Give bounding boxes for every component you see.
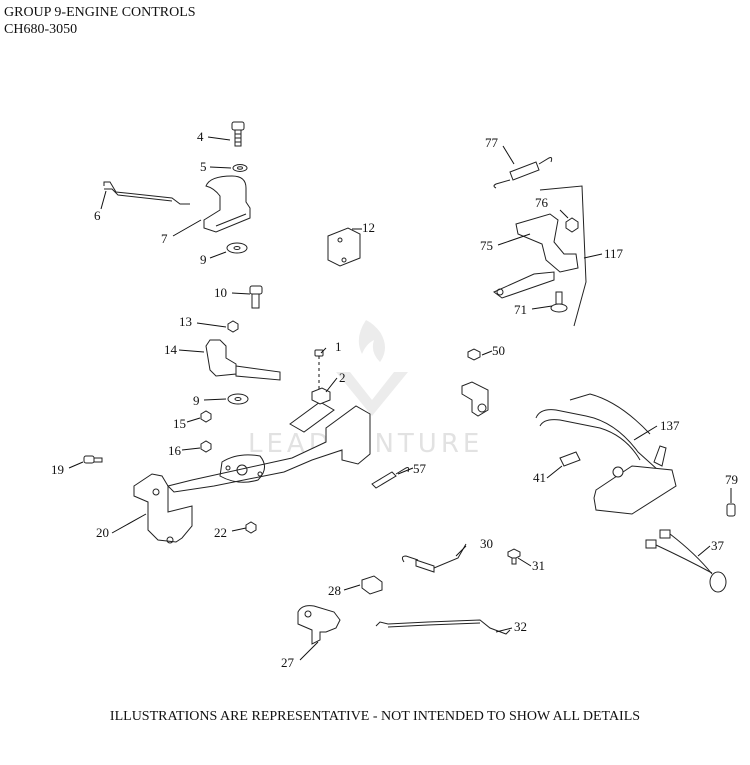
part-71-pin [550, 291, 568, 313]
part-16-nut [200, 440, 212, 453]
part-76-nut [565, 217, 579, 233]
callout-30: 30 [480, 536, 493, 551]
callout-32: 32 [514, 619, 527, 634]
part-32-rod [375, 619, 511, 635]
part-14-bracket [205, 339, 281, 381]
callout-31: 31 [532, 558, 545, 573]
part-41-sleeve [559, 451, 581, 467]
callout-71: 71 [514, 302, 527, 317]
callout-37: 37 [711, 538, 725, 553]
part-50-bolt [467, 348, 481, 361]
part-7-bracket [203, 175, 251, 233]
callout-20: 20 [96, 525, 109, 540]
v-logo-icon [336, 372, 408, 416]
part-137-control [535, 393, 677, 515]
part-13-nut [227, 320, 239, 333]
callout-labels: 1 2 4 5 6 7 9 9 10 12 13 14 15 16 19 20 … [51, 129, 738, 670]
callout-16: 16 [168, 443, 182, 458]
callout-27: 27 [281, 655, 295, 670]
callout-5: 5 [200, 159, 207, 174]
part-5-washer [232, 164, 248, 172]
part-77-spring [493, 157, 553, 189]
callout-77: 77 [485, 135, 499, 150]
part-30-spring [401, 543, 467, 573]
part-31-bolt [507, 548, 521, 565]
part-2-clip [311, 387, 331, 405]
model-number: CH680-3050 [4, 22, 78, 37]
footer-disclaimer: ILLUSTRATIONS ARE REPRESENTATIVE - NOT I… [109, 709, 641, 724]
callout-50: 50 [492, 343, 505, 358]
part-19-bolt [83, 455, 103, 464]
part-6-rod [103, 181, 190, 205]
callout-2: 2 [339, 370, 346, 385]
callout-4: 4 [197, 129, 204, 144]
group-title: GROUP 9-ENGINE CONTROLS [4, 5, 196, 20]
part-75-lever [493, 213, 579, 299]
callout-28: 28 [328, 583, 341, 598]
callout-137: 137 [660, 418, 680, 433]
callout-57: 57 [413, 461, 427, 476]
callout-41: 41 [533, 470, 546, 485]
callout-13: 13 [179, 314, 192, 329]
part-10-bolt [249, 285, 263, 309]
callout-15: 15 [173, 416, 186, 431]
part-20-main-bracket [133, 401, 371, 544]
callout-14: 14 [164, 342, 178, 357]
part-37-harness [645, 529, 727, 593]
callout-117: 117 [604, 246, 624, 261]
part-117-assembly-outline [539, 185, 587, 327]
part-9-washer-lower [227, 393, 249, 405]
callout-9-lower: 9 [193, 393, 200, 408]
part-22-nut [245, 521, 257, 534]
callout-12: 12 [362, 220, 375, 235]
callout-22: 22 [214, 525, 227, 540]
part-28-clamp [361, 575, 383, 595]
callout-75: 75 [480, 238, 493, 253]
callout-76: 76 [535, 195, 549, 210]
part-9-washer-upper [226, 242, 248, 254]
callout-19: 19 [51, 462, 64, 477]
leader-lines [68, 136, 732, 661]
callout-1: 1 [335, 339, 342, 354]
part-27-bracket [297, 605, 341, 645]
callout-7: 7 [161, 231, 168, 246]
callout-10: 10 [214, 285, 227, 300]
callout-6: 6 [94, 208, 101, 223]
part-50-bracket [461, 381, 489, 417]
part-57-spring [371, 467, 410, 489]
part-79-screw [726, 503, 736, 517]
part-4-screw [231, 121, 245, 147]
callout-9-upper: 9 [200, 252, 207, 267]
part-15-nut [200, 410, 212, 423]
part-12-plate [327, 227, 361, 267]
flame-logo-icon [358, 320, 385, 362]
callout-79: 79 [725, 472, 738, 487]
